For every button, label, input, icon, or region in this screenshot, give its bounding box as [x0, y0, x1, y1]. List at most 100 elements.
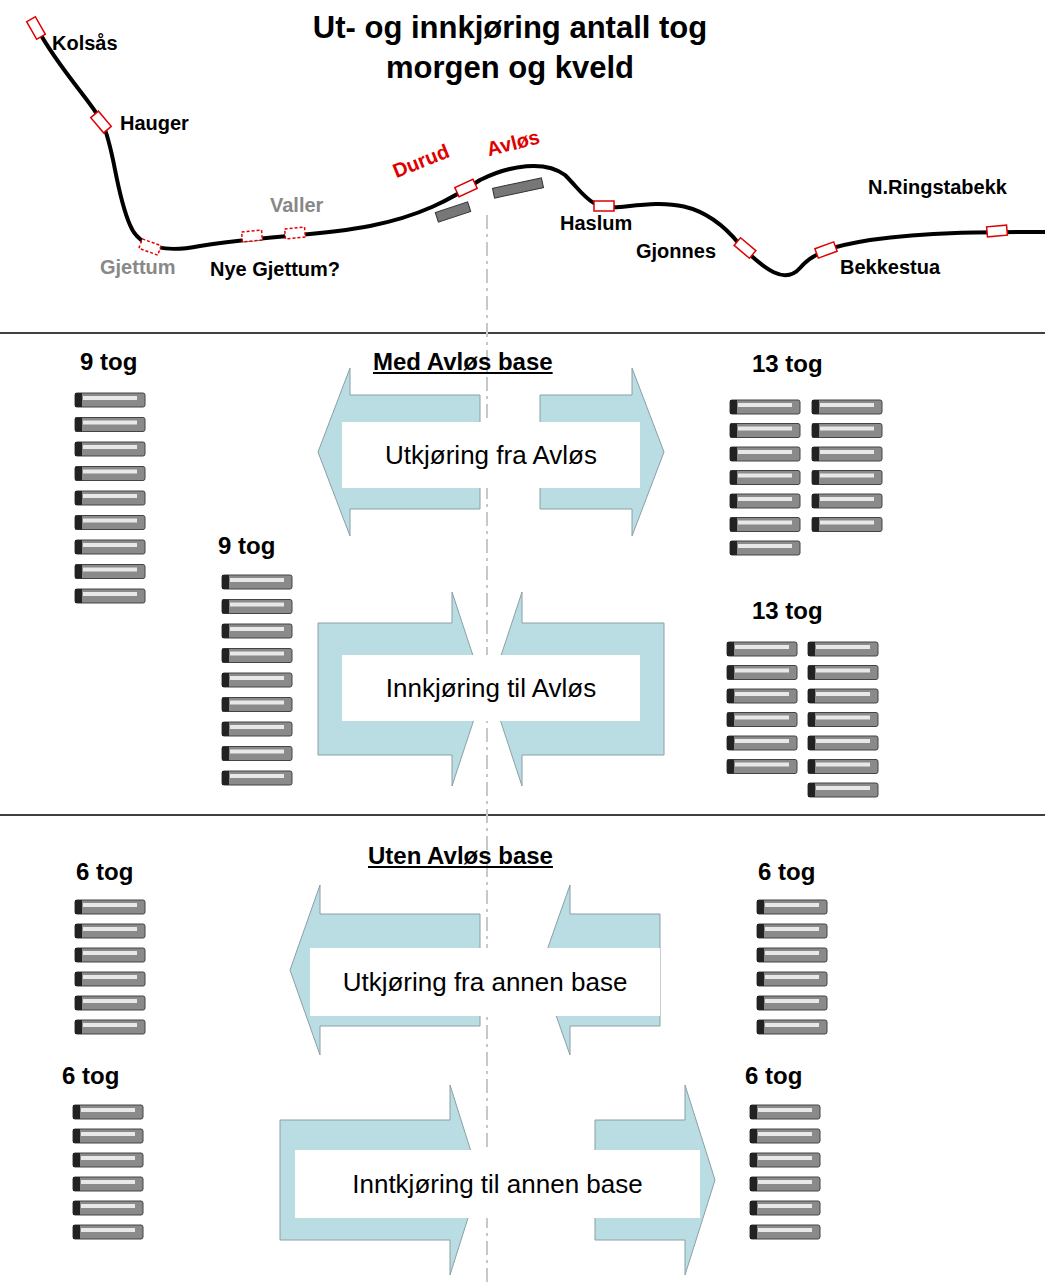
train-window: [81, 1228, 135, 1232]
train-front: [73, 1153, 80, 1167]
train-icon: [757, 996, 827, 1010]
train-icon: [222, 771, 292, 785]
train-window: [83, 494, 137, 498]
station-name: Durud: [389, 140, 452, 183]
train-icon: [757, 924, 827, 938]
train-window: [738, 497, 792, 501]
train-front: [727, 713, 734, 727]
train-icon: [750, 1153, 820, 1167]
station-name: Bekkestua: [840, 256, 940, 279]
train-front: [222, 624, 229, 638]
train-front: [750, 1201, 757, 1215]
train-front: [730, 541, 737, 555]
train-front: [75, 491, 82, 505]
train-front: [808, 713, 815, 727]
section-heading: Med Avløs base: [373, 348, 553, 376]
train-window: [230, 627, 284, 631]
train-front: [727, 736, 734, 750]
train-front: [727, 666, 734, 680]
train-window: [81, 1180, 135, 1184]
train-window: [765, 927, 819, 931]
train-icon: [222, 698, 292, 712]
train-icon: [812, 471, 882, 485]
train-window: [765, 951, 819, 955]
train-icon: [73, 1177, 143, 1191]
train-front: [808, 760, 815, 774]
train-window: [758, 1108, 812, 1112]
train-icon: [730, 424, 800, 438]
train-window: [230, 652, 284, 656]
train-window: [83, 396, 137, 400]
train-window: [230, 725, 284, 729]
train-front: [730, 400, 737, 414]
train-window: [765, 975, 819, 979]
train-window: [230, 578, 284, 582]
train-front: [730, 518, 737, 532]
train-window: [816, 716, 870, 720]
train-front: [75, 972, 82, 986]
train-window: [816, 739, 870, 743]
train-icon: [757, 1020, 827, 1034]
train-icon: [75, 540, 145, 554]
label-ground: [342, 422, 640, 488]
train-front: [222, 575, 229, 589]
train-window: [83, 519, 137, 523]
train-front: [222, 722, 229, 736]
train-icon: [73, 1153, 143, 1167]
train-icon: [222, 575, 292, 589]
train-window: [735, 669, 789, 673]
center-line: [486, 215, 488, 1282]
train-front: [730, 447, 737, 461]
train-icon: [73, 1201, 143, 1215]
train-icon: [222, 673, 292, 687]
train-window: [735, 739, 789, 743]
train-window: [81, 1108, 135, 1112]
station-name: Valler: [270, 194, 323, 217]
train-icon: [808, 689, 878, 703]
train-window: [738, 474, 792, 478]
divider: [0, 332, 1045, 334]
train-window: [816, 786, 870, 790]
train-icon: [75, 900, 145, 914]
train-front: [222, 600, 229, 614]
train-window: [758, 1156, 812, 1160]
train-front: [75, 948, 82, 962]
train-window: [230, 603, 284, 607]
train-icon: [73, 1225, 143, 1239]
train-window: [765, 903, 819, 907]
train-icon: [812, 424, 882, 438]
train-icon: [222, 600, 292, 614]
arrow-label: Innkjøring til Avløs: [386, 673, 596, 704]
train-icon: [75, 589, 145, 603]
train-icon: [75, 972, 145, 986]
train-front: [750, 1153, 757, 1167]
title: Ut- og innkjøring antall tog morgen og k…: [270, 8, 750, 88]
train-window: [738, 427, 792, 431]
train-icon: [812, 518, 882, 532]
train-front: [73, 1129, 80, 1143]
train-window: [816, 763, 870, 767]
train-window: [83, 445, 137, 449]
train-icon: [812, 447, 882, 461]
train-icon: [757, 972, 827, 986]
train-icon: [808, 783, 878, 797]
train-window: [83, 999, 137, 1003]
arrow-shape: Utkjøring fra Avløs: [312, 365, 670, 540]
train-icon: [750, 1177, 820, 1191]
train-front: [808, 666, 815, 680]
train-window: [230, 750, 284, 754]
train-icon: [75, 1020, 145, 1034]
train-icon: [73, 1129, 143, 1143]
train-front: [808, 736, 815, 750]
train-icon: [750, 1201, 820, 1215]
train-icon: [750, 1129, 820, 1143]
train-front: [75, 467, 82, 481]
train-window: [758, 1228, 812, 1232]
train-front: [222, 649, 229, 663]
train-front: [757, 948, 764, 962]
train-window: [230, 676, 284, 680]
train-front: [73, 1177, 80, 1191]
train-front: [75, 418, 82, 432]
train-icon: [222, 649, 292, 663]
train-count: 6 tog: [745, 1062, 802, 1090]
